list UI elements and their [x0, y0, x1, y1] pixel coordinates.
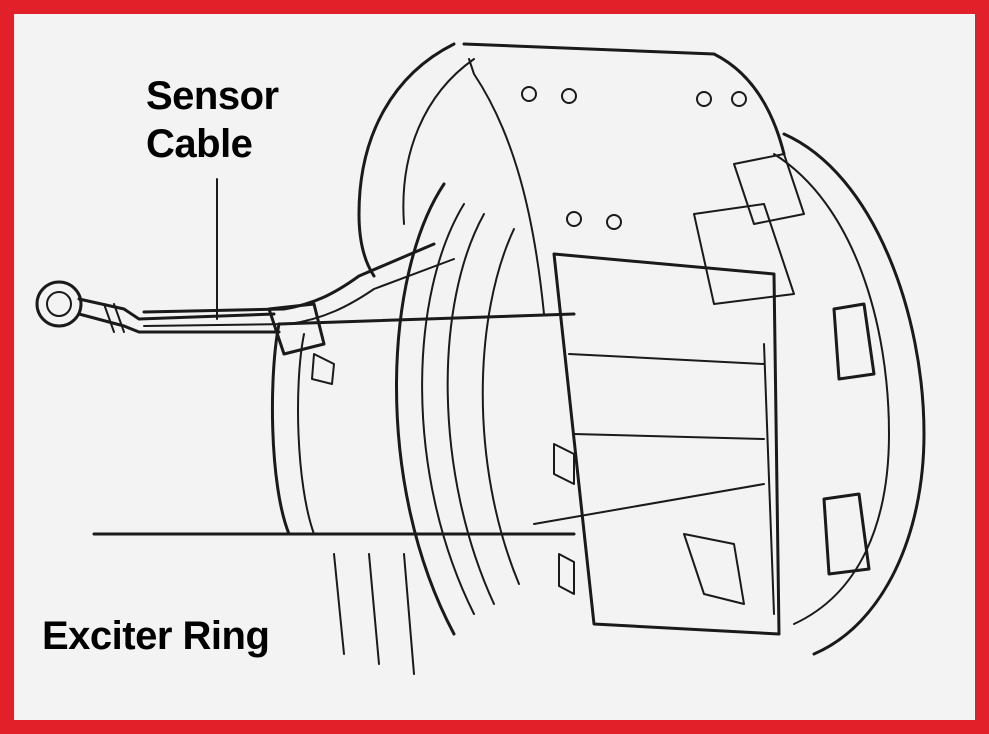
exciter-ring: [333, 182, 520, 675]
sensor-cable-label-line2: Cable: [146, 122, 253, 166]
sensor-cable-label: Sensor Cable: [146, 72, 279, 168]
backing-plate: [357, 42, 786, 315]
brake-drum: [763, 132, 926, 656]
cable-clamp: [267, 302, 335, 385]
sensor-cable-label-line1: Sensor: [146, 74, 279, 118]
hub-body: [533, 153, 805, 636]
exciter-ring-label: Exciter Ring: [42, 614, 270, 658]
wheel-hub-illustration: [35, 42, 926, 675]
wheel-studs: [822, 302, 876, 576]
axle-tube: [92, 312, 576, 536]
